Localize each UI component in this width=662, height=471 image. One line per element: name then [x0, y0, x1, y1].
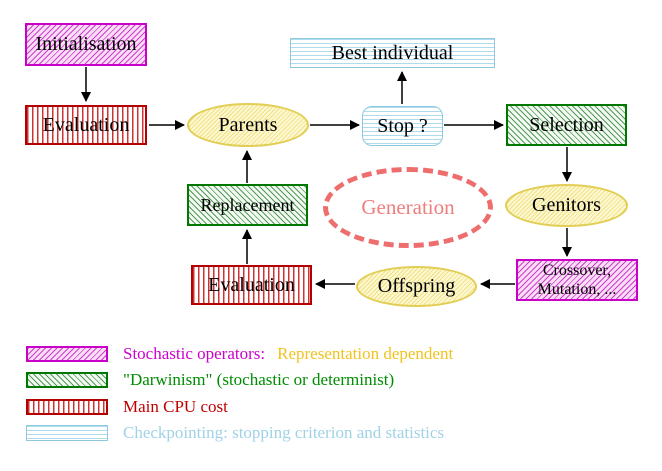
node-stop: Stop ?: [362, 106, 443, 146]
node-parents-label: Parents: [218, 113, 278, 136]
node-evaluation-top-label: Evaluation: [42, 113, 130, 136]
legend-swatch-red-vertical-stripes: [26, 398, 108, 415]
legend-label-checkpointing: Checkpointing: stopping criterion and st…: [123, 422, 445, 442]
legend-label-main-cpu-cost: Main CPU cost: [123, 396, 228, 416]
node-selection: Selection: [506, 104, 627, 146]
legend-label-darwinism: "Darwinism" (stochastic or determinist): [123, 369, 395, 389]
node-initialisation: Initialisation: [25, 23, 147, 66]
node-evaluation-bottom: Evaluation: [191, 265, 312, 305]
node-offspring: Offspring: [356, 266, 477, 307]
legend-row-main-cpu-cost: Main CPU cost: [26, 396, 228, 416]
node-crossover-mutation: Crossover, Mutation, ...: [516, 259, 638, 301]
node-best-individual: Best individual: [290, 38, 495, 68]
legend-row-stochastic-operators: Stochastic operators: Representation dep…: [26, 343, 454, 363]
legend-swatch-green-diagonal-hatch: [26, 371, 108, 388]
legend-label-stochastic-operators: Stochastic operators:: [123, 343, 266, 363]
node-evaluation-top: Evaluation: [25, 105, 147, 145]
node-stop-label: Stop ?: [377, 114, 428, 137]
node-genitors: Genitors: [505, 184, 628, 227]
node-parents: Parents: [187, 103, 309, 147]
node-generation: Generation: [323, 167, 493, 248]
legend-swatch-cyan-horizontal-stripes: [26, 424, 108, 441]
node-best-individual-label: Best individual: [331, 41, 454, 64]
legend-swatch-magenta-diagonal-hatch: [26, 345, 108, 362]
node-evaluation-bottom-label: Evaluation: [208, 273, 295, 296]
legend-label-representation-dependent: Representation dependent: [277, 343, 454, 363]
node-initialisation-label: Initialisation: [35, 33, 137, 55]
node-replacement: Replacement: [187, 184, 308, 226]
node-generation-label: Generation: [361, 195, 455, 220]
node-crossover-mutation-label: Crossover, Mutation, ...: [537, 261, 617, 298]
legend-row-checkpointing: Checkpointing: stopping criterion and st…: [26, 422, 445, 442]
node-genitors-label: Genitors: [532, 194, 601, 216]
legend-row-darwinism: "Darwinism" (stochastic or determinist): [26, 369, 395, 389]
node-selection-label: Selection: [529, 113, 604, 136]
node-replacement-label: Replacement: [200, 194, 295, 215]
node-offspring-label: Offspring: [377, 275, 456, 297]
